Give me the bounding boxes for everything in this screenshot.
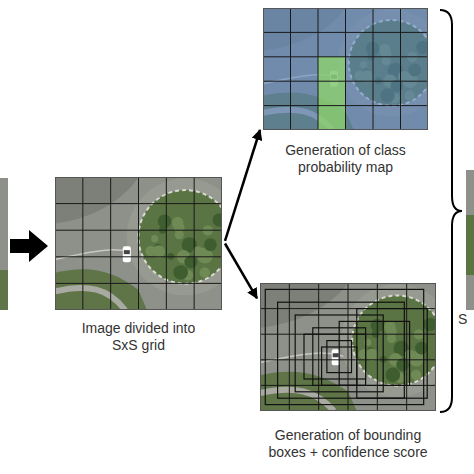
grid-line xyxy=(263,81,428,82)
aerial-detail xyxy=(200,267,210,277)
bounding-box xyxy=(357,309,427,399)
grid-lines xyxy=(55,177,222,310)
grid-line xyxy=(55,203,222,204)
image-border xyxy=(261,284,436,411)
grid-line xyxy=(55,230,222,231)
grid-line xyxy=(406,283,407,411)
class-cell xyxy=(318,106,346,130)
image-fragment xyxy=(466,170,474,310)
car-window xyxy=(333,353,339,357)
grid-line xyxy=(263,56,428,57)
aerial-image-drawing xyxy=(263,8,428,130)
aerial-detail xyxy=(260,390,334,411)
bounding-box xyxy=(339,321,409,385)
bounding-box xyxy=(304,334,366,379)
flow-arrow xyxy=(225,130,260,241)
bounding-box xyxy=(322,347,357,385)
aerial-detail xyxy=(173,265,188,280)
grid-lines xyxy=(260,283,436,411)
grid-line xyxy=(110,177,111,310)
aerial-detail xyxy=(341,284,436,397)
grid-line xyxy=(138,177,139,310)
grid-line xyxy=(194,177,195,310)
image-caption: Generation of class probability map xyxy=(263,142,428,176)
car-body xyxy=(332,349,340,365)
aerial-image xyxy=(263,8,428,130)
aerial-detail xyxy=(213,213,222,226)
aerial-detail xyxy=(172,217,184,229)
aerial-image xyxy=(55,177,222,310)
image-caption: Generation of bounding boxes + confidenc… xyxy=(260,427,436,461)
aerial-detail xyxy=(204,238,217,251)
aerial-detail xyxy=(263,8,428,130)
grid-line xyxy=(55,256,222,257)
image-fragment xyxy=(0,178,8,310)
bounding-box xyxy=(265,289,423,404)
grid-line xyxy=(55,283,222,284)
car-icon xyxy=(123,246,131,262)
aerial-detail xyxy=(55,288,125,310)
aerial-image-drawing xyxy=(55,177,222,310)
grid-line xyxy=(318,8,319,130)
aerial-detail xyxy=(55,269,147,310)
image-border xyxy=(264,9,428,130)
input-image-partial xyxy=(0,178,8,310)
image-panel: Generation of bounding boxes + confidenc… xyxy=(260,283,436,461)
aerial-detail xyxy=(175,230,184,239)
car-icon xyxy=(332,349,340,365)
image-panel: Image divided into SxS grid xyxy=(55,177,222,354)
image-panel: Generation of class probability map xyxy=(263,8,428,176)
aerial-detail xyxy=(415,342,428,355)
aerial-detail xyxy=(387,334,396,343)
aerial-detail xyxy=(145,246,156,257)
image-fragment xyxy=(466,215,474,275)
curly-brace xyxy=(440,10,462,412)
image-border xyxy=(56,178,222,310)
flow-arrow xyxy=(10,230,48,262)
grid-line xyxy=(373,8,374,130)
aerial-detail xyxy=(384,321,396,333)
aerial-detail xyxy=(359,349,370,360)
class-cell xyxy=(318,57,346,81)
grid-line xyxy=(263,105,428,106)
aerial-detail xyxy=(386,368,401,383)
probability-overlay xyxy=(263,8,428,130)
truncated-caption: S xyxy=(458,311,467,328)
aerial-detail xyxy=(158,214,172,228)
aerial-detail xyxy=(151,235,158,242)
aerial-image xyxy=(260,283,436,411)
aerial-image-drawing xyxy=(260,283,436,411)
image-caption: Image divided into SxS grid xyxy=(69,320,209,354)
aerial-detail xyxy=(411,370,421,380)
bounding-box xyxy=(278,302,405,398)
grid-lines xyxy=(263,8,428,130)
grid-line xyxy=(82,177,83,310)
grid-line xyxy=(166,177,167,310)
car-window xyxy=(124,250,130,254)
grid-line xyxy=(263,32,428,33)
image-fragment xyxy=(0,270,8,310)
car-body xyxy=(123,246,131,262)
aerial-detail xyxy=(260,353,357,362)
grid-line xyxy=(400,8,401,130)
aerial-detail xyxy=(423,318,436,331)
aerial-detail xyxy=(127,178,222,295)
aerial-detail xyxy=(184,256,197,269)
flow-arrow xyxy=(225,244,257,299)
aerial-detail xyxy=(55,177,139,224)
grid-line xyxy=(290,8,291,130)
grid-line xyxy=(345,8,346,130)
class-cell xyxy=(318,81,346,105)
output-image-partial xyxy=(466,170,474,310)
